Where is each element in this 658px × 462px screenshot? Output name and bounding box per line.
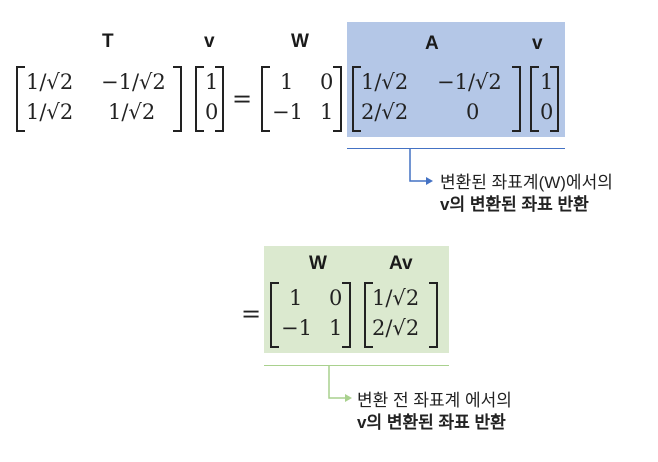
annotation-transformed-line2: v의 변환된 좌표 반환 [440, 195, 589, 214]
label-w: W [291, 31, 309, 52]
annotation-transformed-line1: 변환된 좌표계(W)에서의 [440, 173, 613, 192]
blue-highlight-box [347, 22, 565, 137]
blue-underline [347, 148, 565, 149]
annotation-original-line1: 변환 전 좌표계 에서의 [357, 391, 512, 410]
green-highlight-box [264, 246, 449, 353]
equals-sign: = [232, 85, 253, 113]
annotation-original: 변환 전 좌표계 에서의 v의 변환된 좌표 반환 [357, 390, 512, 434]
label-v-highlight: v [532, 33, 543, 54]
blue-arrow-icon [409, 149, 433, 185]
label-av: Av [389, 253, 413, 274]
label-w-second: W [309, 253, 327, 274]
equals-sign-second: = [241, 300, 262, 328]
label-a: A [425, 33, 439, 54]
green-underline [264, 365, 449, 366]
annotation-original-line2: v의 변환된 좌표 반환 [357, 413, 506, 432]
label-v: v [204, 31, 215, 52]
green-arrow-icon [328, 366, 352, 402]
label-t: T [102, 31, 114, 52]
annotation-transformed: 변환된 좌표계(W)에서의 v의 변환된 좌표 반환 [440, 172, 613, 216]
